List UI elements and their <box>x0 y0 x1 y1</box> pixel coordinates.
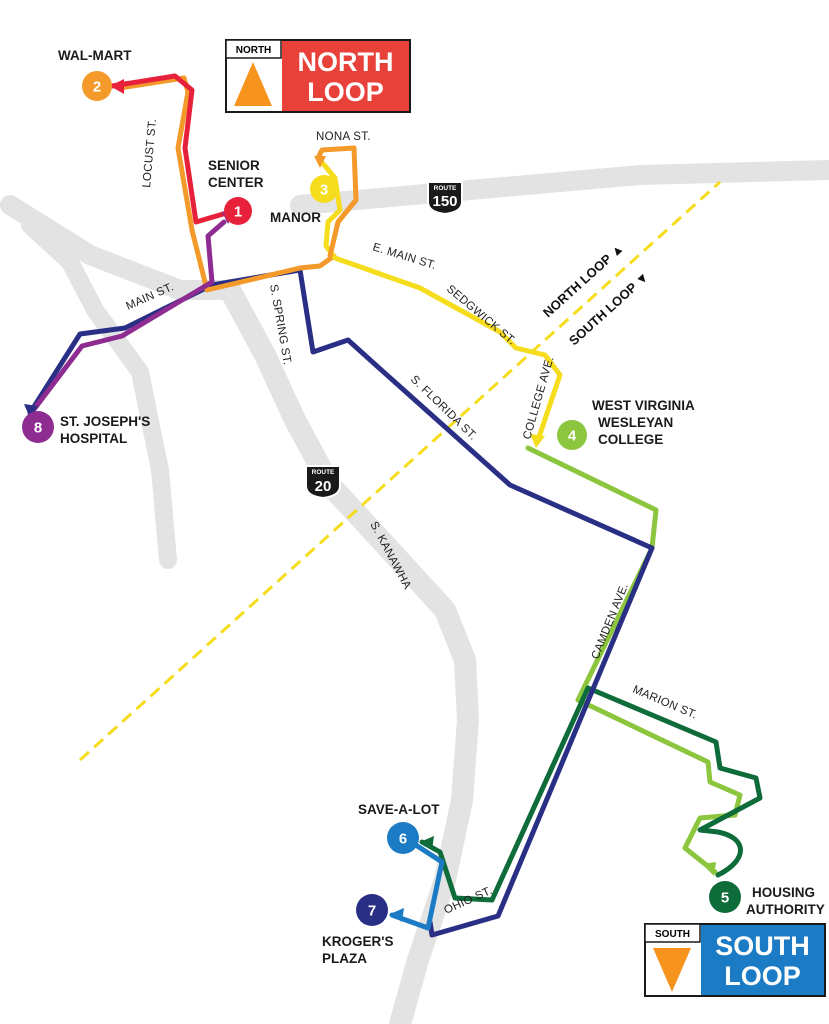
street-e-main: E. MAIN ST. <box>371 241 438 272</box>
arrow-to-wal-mart <box>110 79 124 94</box>
svg-text:3: 3 <box>320 182 328 199</box>
route-line-light-green <box>525 445 743 875</box>
stop-marker-6[interactable]: 6 <box>387 822 419 854</box>
route-150-word: ROUTE <box>434 185 457 192</box>
street-marion: MARION ST. <box>631 684 699 722</box>
arrow-to-krogers <box>390 908 404 922</box>
arrow-to-manor <box>314 156 326 168</box>
route-line-blue <box>389 835 445 931</box>
route-20-number: 20 <box>315 478 332 495</box>
north-arrow-icon <box>234 62 272 106</box>
svg-text:6: 6 <box>399 831 407 848</box>
road-route-150 <box>290 160 829 215</box>
route-line-dark-green <box>419 685 763 903</box>
arrow-to-hospital <box>24 404 38 418</box>
loop-divider: NORTH LOOP ▲ SOUTH LOOP ▼ <box>78 180 722 762</box>
south-direction-label: SOUTH <box>655 929 690 940</box>
stop-markers: 1 2 3 4 5 6 7 8 <box>22 71 741 926</box>
svg-text:5: 5 <box>721 890 729 907</box>
arrow-to-save-a-lot <box>420 836 434 850</box>
stop-marker-8[interactable]: 8 <box>22 411 54 443</box>
stop-marker-3[interactable]: 3 <box>310 175 338 203</box>
route-arrows <box>24 79 716 922</box>
stop-marker-7[interactable]: 7 <box>356 894 388 926</box>
stop-label-manor: MANOR <box>270 210 321 225</box>
svg-text:7: 7 <box>368 903 376 920</box>
route-line-navy <box>27 267 655 938</box>
route-lines <box>27 73 763 938</box>
route-20-word: ROUTE <box>312 469 335 476</box>
road-west-spur <box>21 216 177 569</box>
svg-text:2: 2 <box>93 79 101 96</box>
route-20-shield: ROUTE 20 <box>305 465 341 500</box>
north-direction-label: NORTH <box>236 45 272 56</box>
route-150-shield: ROUTE 150 <box>427 181 463 216</box>
svg-text:8: 8 <box>34 420 42 437</box>
svg-text:4: 4 <box>568 428 577 445</box>
street-locust: LOCUST ST. <box>141 118 159 188</box>
loop-divider-line <box>78 180 722 762</box>
stop-marker-4[interactable]: 4 <box>557 420 587 450</box>
route-line-purple <box>29 219 227 415</box>
route-150-number: 150 <box>432 193 457 210</box>
route-line-yellow <box>317 157 563 443</box>
street-nona: NONA ST. <box>316 131 371 143</box>
road-route-20 <box>219 279 479 1024</box>
arrow-to-housing <box>702 862 716 876</box>
south-arrow-icon <box>653 948 691 992</box>
arrow-to-college <box>530 434 545 448</box>
route-line-orange-nona <box>315 145 359 259</box>
stop-label-wal-mart: WAL-MART <box>58 48 132 63</box>
svg-text:1: 1 <box>234 204 242 221</box>
stop-marker-1[interactable]: 1 <box>224 197 252 225</box>
stop-marker-2[interactable]: 2 <box>82 71 112 101</box>
stop-label-save-a-lot: SAVE-A-LOT <box>358 802 440 817</box>
stop-marker-5[interactable]: 5 <box>709 881 741 913</box>
street-sedgwick: SEDGWICK ST. <box>444 283 518 347</box>
route-line-red <box>109 73 233 225</box>
